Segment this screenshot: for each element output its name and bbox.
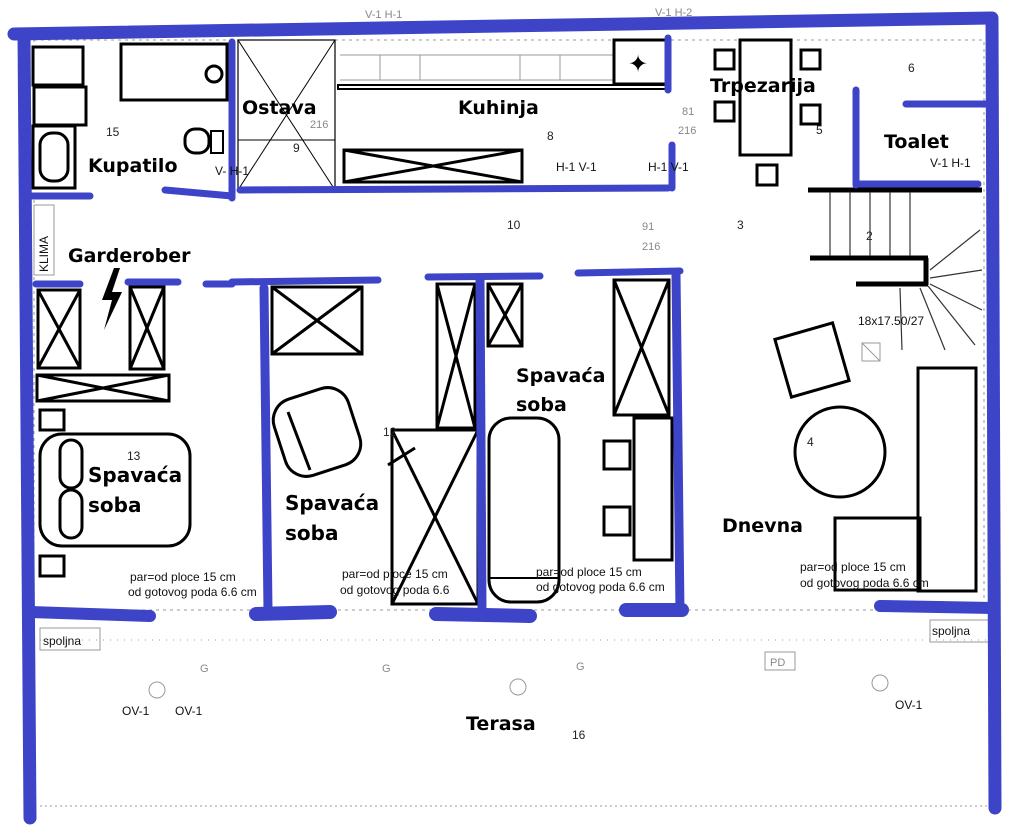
- bathroom-sink: [31, 45, 85, 87]
- note-spoljna-left: spoljna: [43, 634, 81, 648]
- note-91: 91: [642, 221, 654, 233]
- num-2: 2: [866, 229, 873, 243]
- note-g2: G: [382, 663, 391, 675]
- bathroom-cabinet: [32, 85, 88, 127]
- note-spoljna-right: spoljna: [932, 624, 970, 638]
- note-g3: G: [576, 661, 585, 673]
- num-5: 5: [816, 123, 823, 137]
- num-6: 6: [908, 61, 915, 75]
- note-god-2: od gotovog poda 6.6: [340, 583, 450, 597]
- label-bedroom-left-2: soba: [88, 493, 141, 517]
- note-216-a: 216: [310, 119, 328, 131]
- washing-machine: [119, 42, 229, 102]
- label-bedroom-left-1: Spavaća: [88, 463, 182, 487]
- annotations: par=od ploce 15 cm od gotovog poda 6.6 c…: [37, 7, 971, 718]
- living-chair: [773, 321, 851, 399]
- sofa-long: [916, 366, 978, 593]
- room-labels: Kupatilo Ostava Kuhinja Trpezarija Toale…: [68, 75, 949, 735]
- note-par-4: par=od ploce 15 cm: [800, 560, 906, 574]
- note-god-3: od gotovog poda 6.6 cm: [536, 580, 665, 594]
- wardrobe-12b: [486, 282, 524, 348]
- note-stairs: 18x17.50/27: [858, 314, 924, 328]
- label-trpezarija: Trpezarija: [710, 75, 816, 97]
- label-terasa: Terasa: [466, 713, 536, 735]
- label-bedroom-right-2: soba: [516, 394, 567, 416]
- label-dnevna: Dnevna: [722, 515, 803, 537]
- wardrobe-right: [128, 285, 166, 371]
- dining-table: [738, 38, 793, 157]
- wardrobe-mid: [270, 285, 364, 356]
- fixtures: ✦: [31, 38, 983, 606]
- desk-right: [632, 416, 674, 562]
- note-v1h1-top: V-1 H-1: [365, 9, 402, 21]
- toilet: [183, 127, 211, 155]
- note-par-1: par=od ploce 15 cm: [130, 570, 236, 584]
- walls: [7, 11, 1002, 825]
- num-4: 4: [807, 435, 814, 449]
- note-v1h2-top: V-1 H-2: [655, 7, 692, 19]
- svg-text:✦: ✦: [628, 50, 648, 78]
- num-8: 8: [547, 129, 554, 143]
- label-bedroom-mid-1: Spavaća: [285, 491, 379, 515]
- num-13: 13: [127, 449, 141, 463]
- shower-tray: [31, 124, 77, 190]
- label-toalet: Toalet: [884, 131, 949, 153]
- kitchen-counter: [337, 84, 669, 90]
- sofa-chaise: [833, 516, 922, 592]
- note-ov-3: OV-1: [895, 698, 923, 712]
- label-bedroom-right-1: Spavaća: [516, 365, 605, 387]
- note-v1h1-toalet: V-1 H-1: [930, 156, 971, 170]
- note-81: 81: [682, 106, 694, 118]
- label-kuhinja: Kuhinja: [458, 97, 539, 119]
- note-216-c: 216: [642, 241, 660, 253]
- wardrobe-bottom: [35, 373, 171, 403]
- room-numbers: 15 9 8 5 6 10 3 2 13 12 4 16: [106, 61, 915, 742]
- note-pd: PD: [770, 657, 785, 669]
- note-h1v1-kitchen: H-1 V-1: [556, 160, 597, 174]
- armchair: [271, 386, 363, 478]
- num-15: 15: [106, 125, 120, 139]
- note-klima: KLIMA: [37, 236, 51, 272]
- note-god-1: od gotovog poda 6.6 cm: [128, 585, 257, 599]
- num-3: 3: [737, 218, 744, 232]
- bed-13: [38, 432, 192, 548]
- wardrobe-12a: [435, 282, 477, 430]
- note-ov-2: OV-1: [175, 704, 203, 718]
- note-216-b: 216: [678, 125, 696, 137]
- label-bedroom-mid-2: soba: [285, 521, 338, 545]
- note-par-2: par=od ploce 15 cm: [342, 567, 448, 581]
- note-par-3: par=od ploce 15 cm: [536, 565, 642, 579]
- label-garderober: Garderober: [68, 245, 191, 267]
- note-god-4: od gotovog poda 6.6 cm: [800, 576, 929, 590]
- num-9: 9: [293, 141, 300, 155]
- num-16: 16: [572, 728, 586, 742]
- wardrobe-right-room: [612, 278, 671, 417]
- wardrobe-left: [36, 288, 82, 370]
- electric-icon: [102, 268, 122, 330]
- num-10: 10: [507, 218, 521, 232]
- num-12: 12: [383, 425, 397, 439]
- note-ov-1: OV-1: [122, 704, 150, 718]
- bed-desk: [487, 416, 561, 604]
- note-vh1-bath: V- H-1: [215, 164, 249, 178]
- kitchen-island: [342, 148, 524, 184]
- note-h1v1-right: H-1 V-1: [648, 160, 689, 174]
- note-g1: G: [200, 663, 209, 675]
- coffee-table: [793, 405, 887, 499]
- label-kupatilo: Kupatilo: [88, 155, 178, 177]
- label-ostava: Ostava: [242, 97, 317, 119]
